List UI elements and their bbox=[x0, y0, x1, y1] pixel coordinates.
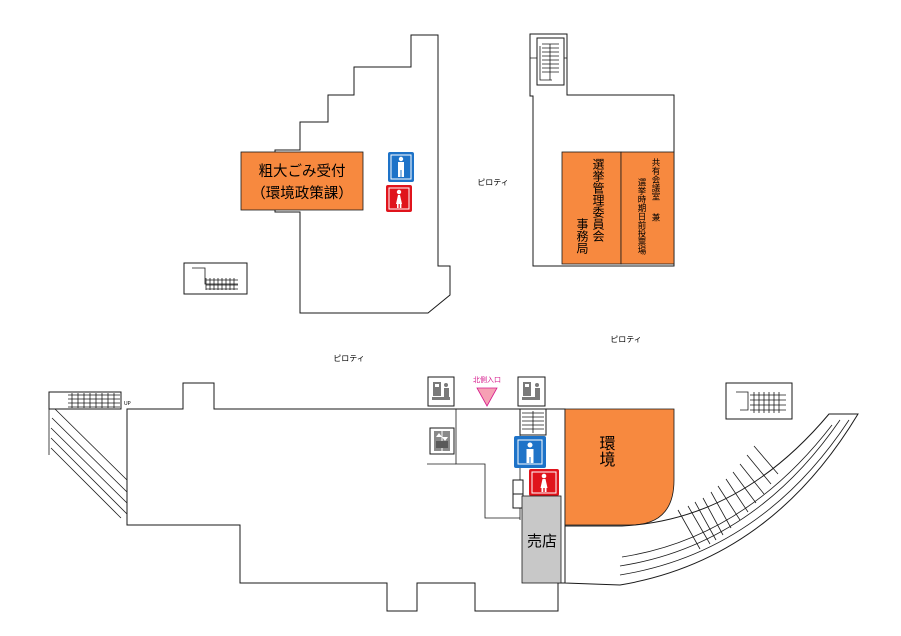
room-environment-policy-label: 環境 bbox=[597, 435, 616, 468]
pilotis-label: ピロティ bbox=[477, 178, 509, 187]
building-lower bbox=[126, 382, 566, 612]
accessible-restroom-icon bbox=[517, 376, 546, 407]
women-restroom-icon bbox=[529, 469, 559, 496]
stair-lower-right bbox=[725, 382, 793, 420]
stair-lower-left: UP bbox=[48, 391, 131, 519]
entrance-arrow-icon bbox=[476, 387, 498, 407]
interior-walls bbox=[427, 409, 524, 520]
room-oversized-garbage-label: 粗大ごみ受付 bbox=[259, 163, 346, 180]
accessible-restroom-icon bbox=[427, 376, 455, 407]
men-restroom-icon bbox=[388, 152, 414, 182]
room-shop: 売店 bbox=[521, 495, 562, 584]
room-oversized-garbage: 粗大ごみ受付 （環境政策課） bbox=[240, 151, 364, 211]
north-entrance-marker: 北側入口 bbox=[473, 375, 501, 407]
stair-upper-right bbox=[536, 37, 565, 86]
elevator-icon bbox=[429, 427, 455, 455]
men-restroom-icon bbox=[514, 436, 546, 468]
women-restroom-icon bbox=[386, 185, 412, 212]
room-shared-meeting: 共有会議室 兼 選挙時期日前投票場 bbox=[620, 151, 675, 265]
room-election-office-sublabel: 事務局 bbox=[575, 218, 589, 255]
curved-east-wing bbox=[564, 413, 859, 586]
pilotis-label: ピロティ bbox=[610, 335, 642, 344]
pilotis-label: ピロティ bbox=[333, 354, 365, 363]
north-entrance-label: 北側入口 bbox=[473, 375, 501, 384]
room-election-office-label: 選挙管理委員会 bbox=[591, 158, 605, 243]
room-shared-meeting-and: 兼 bbox=[650, 212, 660, 222]
stair-up-label: UP bbox=[124, 401, 131, 407]
stair-upper-left bbox=[183, 262, 248, 295]
room-environment-policy: 環境 bbox=[564, 408, 675, 526]
room-shared-meeting-label: 共有会議室 bbox=[650, 158, 660, 201]
room-oversized-garbage-sublabel: （環境政策課） bbox=[251, 184, 353, 202]
room-shop-label: 売店 bbox=[527, 532, 557, 550]
room-shared-meeting-sublabel: 選挙時期日前投票場 bbox=[636, 177, 646, 255]
stairs-icon bbox=[519, 408, 547, 436]
room-election-office: 選挙管理委員会 事務局 bbox=[561, 151, 622, 265]
